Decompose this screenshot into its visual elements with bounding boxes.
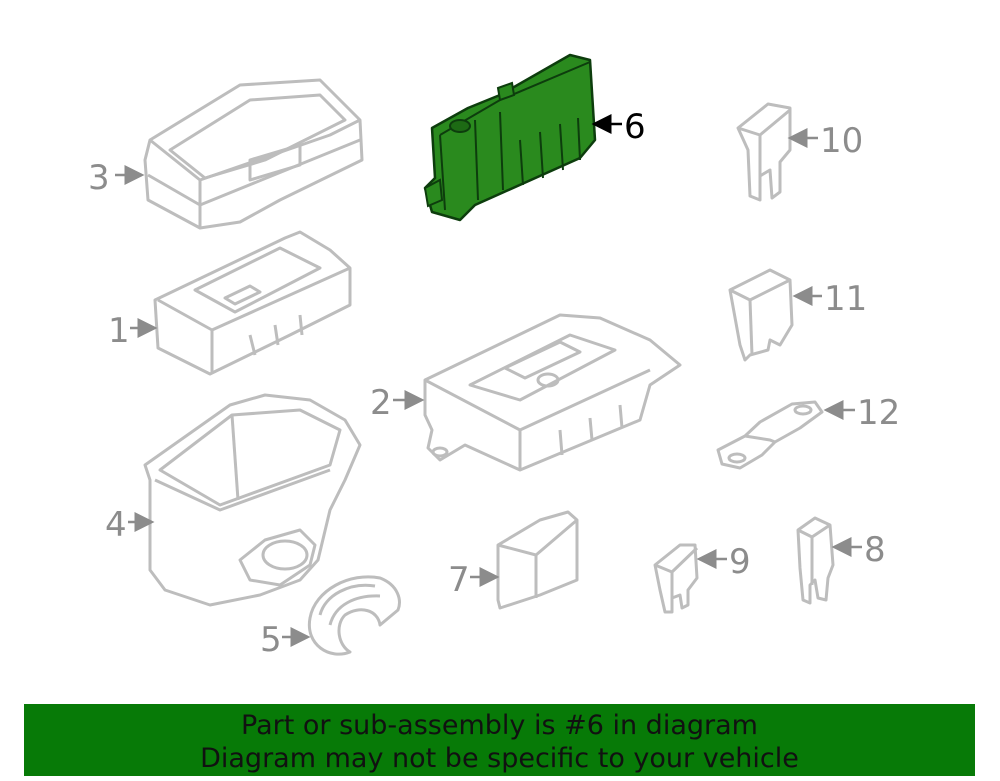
svg-text:1: 1 [108, 311, 130, 351]
svg-text:11: 11 [824, 279, 867, 319]
parts-diagram: 3 6 10 1 [88, 53, 900, 660]
part-5-grommet[interactable] [307, 575, 401, 656]
callout-3: 3 [88, 158, 145, 198]
svg-text:7: 7 [448, 560, 470, 600]
banner-line-2: Diagram may not be specific to your vehi… [200, 743, 799, 774]
info-banner: Part or sub-assembly is #6 in diagram Di… [24, 704, 975, 776]
part-1-fuse-block[interactable] [153, 230, 352, 376]
part-10-fuse[interactable] [736, 102, 792, 202]
part-11-fuse[interactable] [728, 268, 794, 362]
callout-5: 5 [260, 620, 311, 660]
callout-1: 1 [108, 311, 158, 351]
svg-text:4: 4 [105, 505, 127, 545]
callout-7: 7 [448, 560, 500, 600]
part-6-fuse-relay-module[interactable] [423, 53, 597, 222]
callout-4: 4 [105, 505, 155, 545]
part-4-lower-housing[interactable] [143, 393, 362, 607]
part-7-relay[interactable] [496, 510, 579, 610]
callout-6: 6 [591, 107, 646, 147]
callout-8: 8 [831, 530, 886, 570]
svg-text:10: 10 [820, 121, 863, 161]
callout-12: 12 [823, 393, 900, 433]
part-12-fusible-link[interactable] [716, 400, 824, 470]
svg-text:2: 2 [370, 383, 392, 423]
svg-text:9: 9 [729, 542, 751, 582]
callout-9: 9 [696, 542, 751, 582]
svg-text:8: 8 [864, 530, 886, 570]
part-9-blade-fuse[interactable] [653, 543, 699, 614]
callout-10: 10 [787, 121, 863, 161]
callout-2: 2 [370, 383, 425, 423]
part-2-junction-box[interactable] [423, 313, 682, 472]
svg-text:6: 6 [624, 107, 646, 147]
svg-text:12: 12 [857, 393, 900, 433]
callout-11: 11 [792, 279, 867, 319]
svg-text:3: 3 [88, 158, 110, 198]
banner-line-1: Part or sub-assembly is #6 in diagram [241, 710, 758, 741]
part-3-fuse-box-cover[interactable] [143, 78, 364, 230]
part-8-cartridge-fuse[interactable] [796, 516, 835, 605]
svg-text:5: 5 [260, 620, 282, 660]
